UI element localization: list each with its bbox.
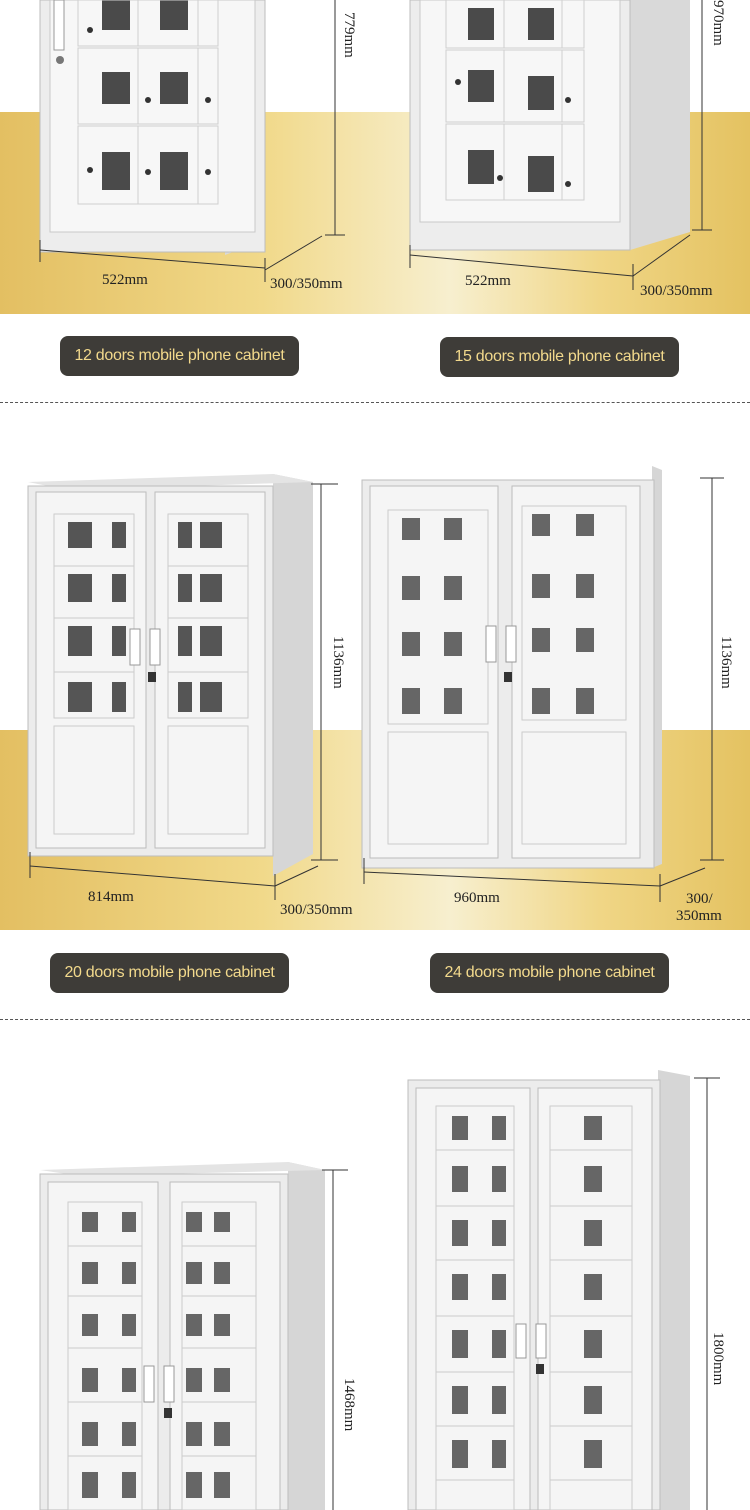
label-15-doors: 15 doors mobile phone cabinet — [440, 337, 679, 377]
dimension-height-36-doors: 1800mm — [710, 1332, 726, 1386]
cabinet-24-doors-image — [361, 466, 662, 869]
cabinet-30-doors-image — [39, 1162, 325, 1510]
dimension-lines-row3-right — [694, 1077, 720, 1510]
cabinet-15-doors-image — [409, 0, 690, 270]
dimension-depth-15-doors: 300/350mm — [640, 283, 713, 299]
label-20-doors: 20 doors mobile phone cabinet — [50, 953, 289, 993]
dimension-depth-24-doors-line2: 350mm — [676, 908, 722, 924]
section-divider-1 — [0, 402, 750, 403]
section-divider-2 — [0, 1019, 750, 1020]
dimension-depth-24-doors-line1: 300/ — [686, 891, 713, 907]
dimension-width-15-doors: 522mm — [465, 273, 511, 289]
dimension-lines-row2-right — [363, 477, 724, 902]
cabinet-20-doors-image — [27, 474, 313, 879]
dimension-lines-row3-left — [322, 1169, 348, 1510]
dimension-height-30-doors: 1468mm — [341, 1378, 357, 1432]
dimension-lines-row2-left — [29, 483, 338, 900]
dimension-height-24-doors: 1136mm — [718, 636, 734, 689]
cabinet-12-doors-image — [39, 0, 270, 265]
dimension-height-12-doors: 779mm — [341, 12, 357, 58]
dimension-height-20-doors: 1136mm — [330, 636, 346, 689]
dimension-depth-20-doors: 300/350mm — [280, 902, 353, 918]
cabinet-36-doors-image — [407, 1070, 693, 1510]
dimension-width-20-doors: 814mm — [88, 889, 134, 905]
label-12-doors: 12 doors mobile phone cabinet — [60, 336, 299, 376]
dimension-depth-12-doors: 300/350mm — [270, 276, 343, 292]
label-24-doors: 24 doors mobile phone cabinet — [430, 953, 669, 993]
dimension-height-15-doors: 970mm — [710, 0, 726, 46]
dimension-lines-row1-right — [409, 0, 712, 290]
dimension-width-12-doors: 522mm — [102, 272, 148, 288]
dimension-lines-row1-left — [39, 0, 345, 282]
dimension-width-24-doors: 960mm — [454, 890, 500, 906]
